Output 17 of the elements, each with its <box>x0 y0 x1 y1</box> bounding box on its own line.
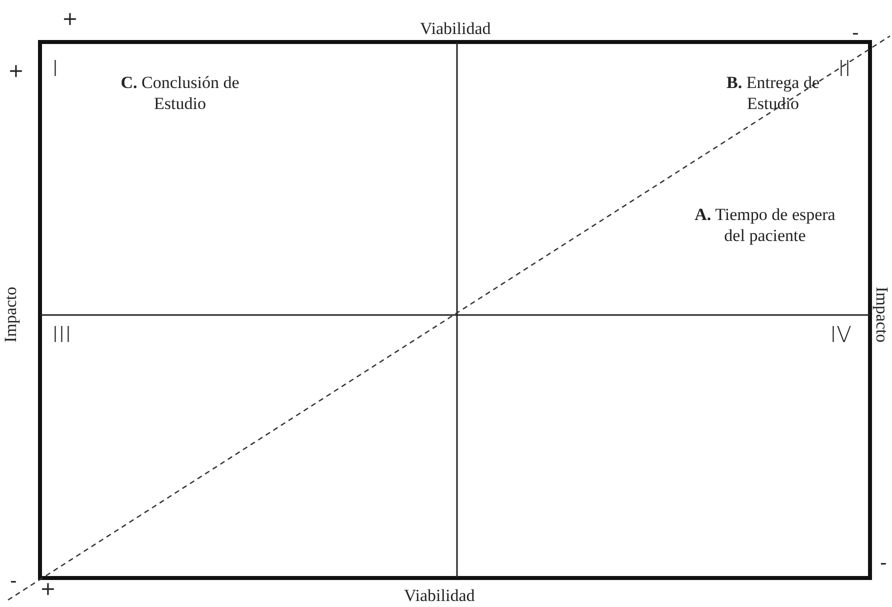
axis-title: Impacto <box>871 286 892 342</box>
axis-title: Viabilidad <box>404 585 475 606</box>
axis-sign: + <box>40 578 56 602</box>
axis-sign: + <box>62 8 78 32</box>
matrix-item: C. Conclusión de Estudio <box>120 72 240 114</box>
axis-sign: - <box>10 570 17 594</box>
quadrant-numeral: I <box>52 56 58 84</box>
axis-title: Viabilidad <box>420 18 491 40</box>
quadrant-numeral: III <box>52 322 72 350</box>
axis-sign: + <box>8 60 24 84</box>
quadrant-numeral: IV <box>830 322 852 350</box>
axis-sign: - <box>852 22 859 46</box>
matrix-item: A. Tiempo de espera del paciente <box>694 204 836 246</box>
quadrant-numeral: II <box>838 56 851 84</box>
axis-sign: - <box>880 552 887 576</box>
matrix-item: B. Entrega de Estudio <box>726 72 820 114</box>
axis-title: Impacto <box>0 286 22 342</box>
